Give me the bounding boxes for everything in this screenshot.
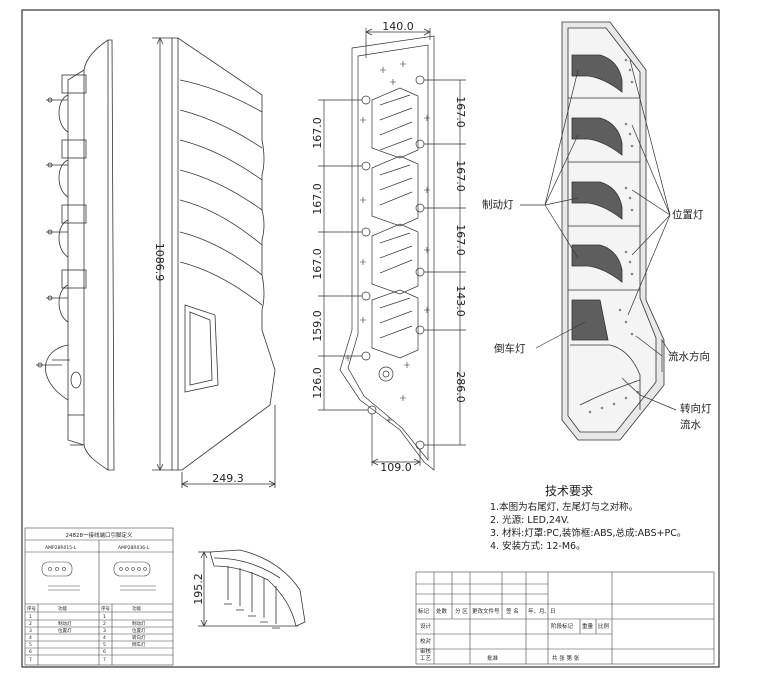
svg-text:校对: 校对 [420, 637, 432, 645]
svg-text:167.0: 167.0 [311, 248, 324, 280]
svg-text:167.0: 167.0 [311, 117, 324, 149]
svg-text:167.0: 167.0 [454, 96, 467, 128]
svg-text:设计: 设计 [420, 622, 432, 630]
table-header-func-left: 功能 [58, 605, 67, 612]
svg-text:制动灯: 制动灯 [58, 620, 72, 627]
dim-side-height: 195.2 [192, 573, 205, 605]
svg-text:7: 7 [29, 657, 32, 663]
svg-text:3: 3 [29, 628, 32, 634]
svg-text:167.0: 167.0 [311, 183, 324, 215]
connector-left-rows: 1 2 3 4 5 6 7 制动灯 位置灯 [29, 614, 72, 663]
callout-brake: 制动灯 [482, 198, 514, 211]
connector-right-part: AMP28R036-L [118, 545, 150, 551]
svg-text:共 张 第 张: 共 张 第 张 [552, 654, 580, 662]
svg-text:位置灯: 位置灯 [58, 627, 72, 634]
requirement-1: 1.本图为右尾灯, 左尾灯与之对称。 [490, 501, 638, 513]
svg-text:更改文件号: 更改文件号 [472, 607, 500, 615]
dim-top-width: 140.0 [382, 20, 414, 33]
svg-text:阶段标记: 阶段标记 [551, 622, 574, 630]
svg-text:126.0: 126.0 [311, 367, 324, 399]
svg-text:4: 4 [103, 635, 106, 641]
title-block-labels: 标记 处数 分 区 更改文件号 签 名 年、月、日 设计 阶段标记 重量 比例 … [418, 607, 610, 662]
svg-text:年、月、日: 年、月、日 [528, 607, 556, 615]
svg-text:转向灯: 转向灯 [132, 634, 146, 641]
lens-face-view [520, 21, 677, 441]
svg-text:2: 2 [29, 621, 32, 627]
connector-table-title: 24828一接线端口引脚定义 [66, 531, 133, 539]
svg-text:比例: 比例 [598, 622, 610, 630]
table-header-no-left: 序号 [27, 605, 36, 612]
svg-text:143.0: 143.0 [454, 285, 467, 317]
table-header-no-right: 序号 [101, 605, 110, 612]
svg-text:5: 5 [103, 642, 106, 648]
callout-turn-line1: 转向灯 [680, 402, 712, 415]
svg-text:159.0: 159.0 [311, 310, 324, 342]
dim-base-width: 249.3 [212, 472, 244, 485]
svg-text:重量: 重量 [582, 622, 594, 630]
svg-text:标记: 标记 [418, 607, 430, 615]
right-dimension-labels: 167.0 167.0 167.0 143.0 286.0 [454, 96, 467, 403]
side-elevation-view [152, 37, 276, 488]
svg-text:分 区: 分 区 [455, 607, 468, 615]
svg-text:工艺: 工艺 [420, 655, 432, 662]
callout-turn-line2: 流水 [680, 418, 701, 431]
mounting-face-view [318, 28, 466, 471]
requirements-title: 技术要求 [545, 484, 593, 498]
svg-text:1: 1 [103, 614, 106, 620]
connector-table [24, 527, 174, 666]
connector-left-part: AMP28R015-L [45, 545, 77, 551]
requirement-3: 3. 材料:灯罩:PC,装饰框:ABS,总成:ABS+PC。 [490, 527, 686, 539]
svg-text:处数: 处数 [436, 607, 448, 615]
svg-text:2: 2 [103, 621, 106, 627]
svg-text:位置灯: 位置灯 [132, 627, 146, 634]
svg-text:6: 6 [29, 649, 32, 655]
requirement-4: 4. 安装方式: 12-M6。 [490, 540, 586, 552]
left-dimension-labels: 167.0 167.0 167.0 159.0 126.0 [311, 117, 324, 399]
svg-text:7: 7 [103, 657, 106, 663]
section-view [198, 549, 306, 629]
callout-position: 位置灯 [672, 208, 704, 221]
svg-text:签 名: 签 名 [506, 607, 519, 615]
svg-text:制动灯: 制动灯 [132, 620, 146, 627]
svg-text:167.0: 167.0 [454, 224, 467, 256]
dim-total-height: 1086.9 [153, 243, 166, 282]
svg-text:4: 4 [29, 635, 32, 641]
svg-text:审核: 审核 [420, 647, 432, 655]
svg-text:167.0: 167.0 [454, 160, 467, 192]
dim-bottom-width: 109.0 [380, 461, 412, 474]
svg-text:3: 3 [103, 628, 106, 634]
svg-text:286.0: 286.0 [454, 371, 467, 403]
svg-text:批准: 批准 [487, 654, 499, 662]
svg-text:1: 1 [29, 614, 32, 620]
rear-profile-view [36, 39, 115, 471]
requirement-2: 2. 光源: LED,24V. [490, 514, 569, 526]
callout-reverse: 倒车灯 [494, 342, 526, 355]
outer-frame [21, 9, 720, 668]
svg-text:5: 5 [29, 642, 32, 648]
title-block [415, 571, 715, 665]
svg-text:倒车灯: 倒车灯 [132, 641, 146, 648]
svg-text:6: 6 [103, 649, 106, 655]
callout-flow-direction: 流水方向 [668, 350, 710, 363]
connector-right-rows: 1 2 3 4 5 6 7 制动灯 位置灯 转向灯 倒车灯 [103, 614, 146, 663]
table-header-func-right: 功能 [132, 605, 141, 612]
